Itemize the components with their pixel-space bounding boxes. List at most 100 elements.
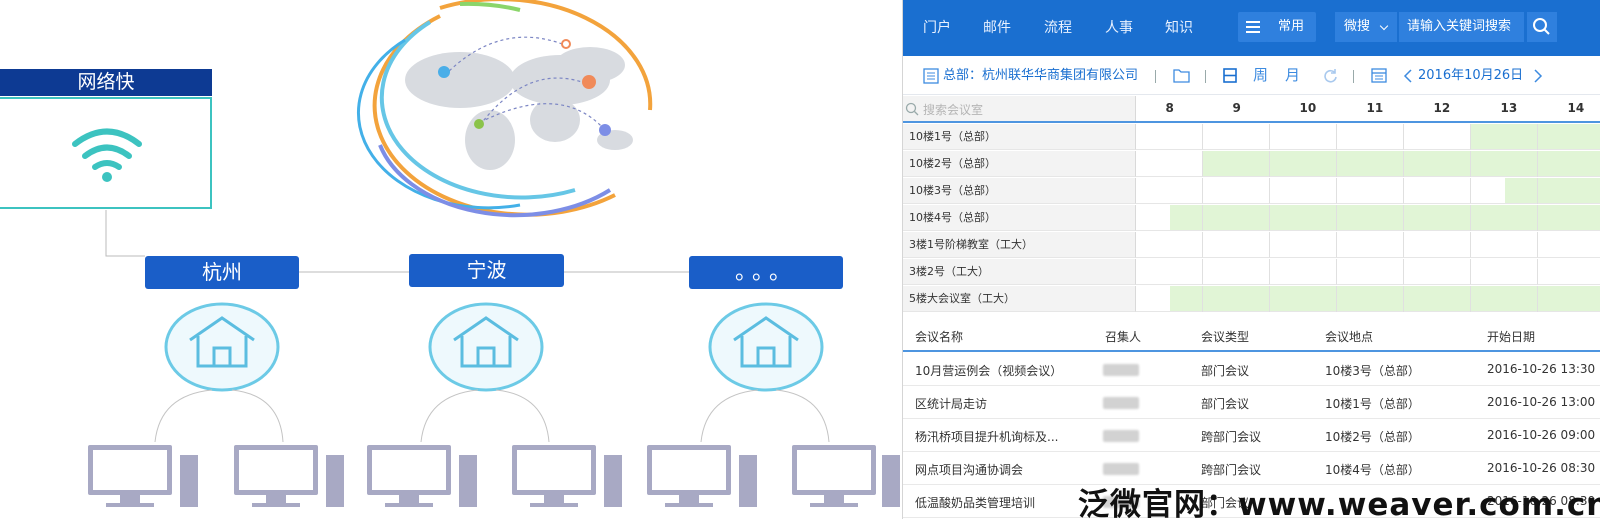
meeting-type: 部门会议 xyxy=(1201,364,1250,378)
wifi-panel xyxy=(0,97,212,209)
time-cell[interactable] xyxy=(1538,259,1600,285)
schedule-grid: 10楼1号（总部）10楼2号（总部）10楼3号（总部）10楼4号（总部）3楼1号… xyxy=(903,124,1600,318)
hour-label: 14 xyxy=(1567,101,1585,115)
hour-label: 11 xyxy=(1366,101,1384,115)
view-month-button[interactable]: 月 xyxy=(1285,66,1301,84)
computer-icon xyxy=(88,445,900,507)
room-name[interactable]: 5楼大会议室（工大） xyxy=(903,286,1136,312)
meeting-place: 10楼3号（总部） xyxy=(1325,364,1420,378)
time-cell[interactable] xyxy=(1404,178,1471,204)
search-mode-select[interactable]: 微搜 xyxy=(1335,12,1397,42)
meeting-name[interactable]: 10月营运例会（视频会议） xyxy=(915,364,1063,378)
time-cell[interactable] xyxy=(1136,178,1203,204)
hour-label: 9 xyxy=(1232,101,1241,115)
chevron-left-icon[interactable] xyxy=(1403,69,1413,83)
calendar-icon[interactable] xyxy=(1371,68,1387,83)
col-convener[interactable]: 召集人 xyxy=(1105,330,1142,344)
time-cell[interactable] xyxy=(1538,232,1600,258)
folder-icon[interactable] xyxy=(1173,68,1190,83)
booked-slot[interactable] xyxy=(1203,151,1600,177)
time-cell[interactable] xyxy=(1203,178,1270,204)
booked-slot[interactable] xyxy=(1504,178,1600,204)
booked-slot[interactable] xyxy=(1471,124,1600,150)
common-button[interactable]: 常用 xyxy=(1266,12,1316,42)
time-cell[interactable] xyxy=(1404,259,1471,285)
meeting-start: 2016-10-26 09:00 xyxy=(1487,428,1596,442)
meeting-name[interactable]: 低温酸奶品类管理培训 xyxy=(915,496,1036,510)
room-name[interactable]: 10楼1号（总部） xyxy=(903,124,1136,150)
time-cell[interactable] xyxy=(1471,232,1538,258)
meeting-name[interactable]: 杨汛桥项目提升机询标及... xyxy=(915,430,1059,444)
time-cell[interactable] xyxy=(1136,232,1203,258)
time-cell[interactable] xyxy=(1404,124,1471,150)
org-selector[interactable]: 总部：杭州联华华商集团有限公司 xyxy=(943,68,1139,83)
time-cell[interactable] xyxy=(1136,151,1203,177)
meeting-name[interactable]: 区统计局走访 xyxy=(915,397,988,411)
house-icon xyxy=(708,302,824,392)
time-cell[interactable] xyxy=(1270,259,1337,285)
nav-mail[interactable]: 邮件 xyxy=(983,20,1011,36)
current-date: 2016年10月26日 xyxy=(1418,68,1524,83)
time-cell[interactable] xyxy=(1270,178,1337,204)
booked-slot[interactable] xyxy=(1169,205,1600,231)
menu-button[interactable] xyxy=(1238,12,1268,42)
time-cell[interactable] xyxy=(1136,259,1203,285)
room-name[interactable]: 3楼1号阶梯教室（工大） xyxy=(903,232,1136,258)
meeting-type: 跨部门会议 xyxy=(1201,430,1262,444)
hamburger-icon xyxy=(1246,21,1260,23)
meeting-name[interactable]: 网点项目沟通协调会 xyxy=(915,463,1024,477)
calendar-day-icon xyxy=(1223,68,1237,83)
search-mode-label: 微搜 xyxy=(1344,19,1371,34)
search-button[interactable] xyxy=(1527,12,1557,42)
hour-label: 12 xyxy=(1433,101,1451,115)
room-search-placeholder: 搜索会议室 xyxy=(923,103,984,117)
time-cell[interactable] xyxy=(1203,232,1270,258)
convener-redacted xyxy=(1103,496,1139,508)
time-cell[interactable] xyxy=(1337,124,1404,150)
view-week-button[interactable]: 周 xyxy=(1253,66,1269,84)
time-cell[interactable] xyxy=(1404,232,1471,258)
room-name[interactable]: 10楼3号（总部） xyxy=(903,178,1136,204)
chevron-down-icon xyxy=(1379,21,1389,31)
time-cell[interactable] xyxy=(1337,232,1404,258)
house-icon xyxy=(164,302,280,392)
refresh-icon[interactable] xyxy=(1323,68,1338,83)
nav-knowledge[interactable]: 知识 xyxy=(1165,20,1193,36)
time-cell[interactable] xyxy=(1471,259,1538,285)
nav-workflow[interactable]: 流程 xyxy=(1044,20,1072,36)
nav-hr[interactable]: 人事 xyxy=(1105,20,1133,36)
meeting-start: 2016-10-26 08:30 xyxy=(1487,461,1596,475)
convener-redacted xyxy=(1103,364,1139,376)
time-cell[interactable] xyxy=(1203,259,1270,285)
room-search-input[interactable]: 搜索会议室 xyxy=(903,96,1136,121)
time-cell[interactable] xyxy=(1337,259,1404,285)
globe-graphic xyxy=(356,0,653,218)
booked-slot[interactable] xyxy=(1169,286,1600,312)
network-illustration: 网络快 杭州 宁波 。。。 xyxy=(0,0,900,507)
col-meeting-type[interactable]: 会议类型 xyxy=(1201,330,1250,344)
room-name[interactable]: 3楼2号（工大） xyxy=(903,259,1136,285)
col-meeting-name[interactable]: 会议名称 xyxy=(915,330,964,344)
time-cell[interactable] xyxy=(1337,178,1404,204)
hour-label: 13 xyxy=(1500,101,1518,115)
room-name[interactable]: 10楼2号（总部） xyxy=(903,151,1136,177)
time-cell[interactable] xyxy=(1203,124,1270,150)
convener-redacted xyxy=(1103,430,1139,442)
time-cell[interactable] xyxy=(1270,124,1337,150)
nav-portal[interactable]: 门户 xyxy=(923,20,951,36)
col-meeting-place[interactable]: 会议地点 xyxy=(1325,330,1374,344)
search-input[interactable]: 请输入关键词搜索 xyxy=(1399,12,1524,42)
city-more: 。。。 xyxy=(689,256,843,289)
city-ningbo: 宁波 xyxy=(409,254,564,287)
time-cell[interactable] xyxy=(1136,124,1203,150)
chevron-right-icon[interactable] xyxy=(1533,69,1543,83)
time-cell[interactable] xyxy=(1270,232,1337,258)
room-name[interactable]: 10楼4号（总部） xyxy=(903,205,1136,231)
col-start-date[interactable]: 开始日期 xyxy=(1487,330,1536,344)
meeting-type: 跨部门会议 xyxy=(1201,463,1262,477)
